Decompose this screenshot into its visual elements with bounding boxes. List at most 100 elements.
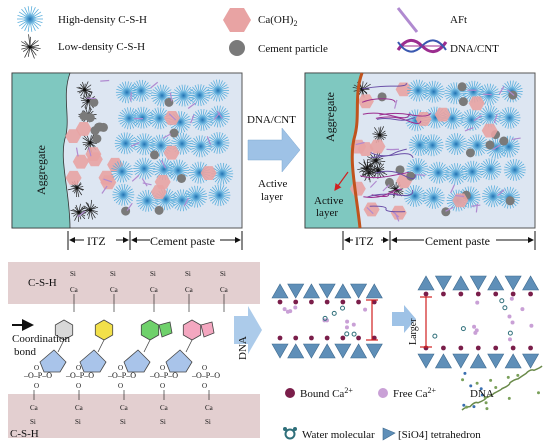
- cement-particle: [485, 140, 495, 150]
- dna-atom: [494, 386, 498, 390]
- aft-needle: [162, 133, 172, 139]
- high-density-csh: [111, 160, 134, 183]
- expansion-arrow: [392, 305, 416, 333]
- aft-needle: [88, 147, 92, 157]
- high-density-csh: [191, 108, 214, 131]
- caoh2-crystal: [164, 111, 180, 125]
- csh-label-top: C-S-H: [28, 277, 57, 289]
- svg-text:Si: Si: [160, 418, 166, 426]
- cement-particle: [457, 82, 467, 92]
- dna-cnt-strand: [376, 116, 416, 121]
- free-ca-ion: [520, 307, 525, 312]
- active-layer-arrow: [334, 171, 349, 191]
- cement-particle: [92, 134, 102, 144]
- dna-cnt-strand: [375, 116, 422, 124]
- dna-atom: [461, 378, 465, 382]
- svg-text:Ca: Ca: [150, 286, 159, 294]
- dna-cnt-strand: [367, 189, 414, 198]
- aft-needle: [130, 92, 132, 102]
- high-density-csh: [114, 132, 137, 155]
- aft-needle: [355, 141, 365, 146]
- bound-ca-ion: [493, 291, 499, 297]
- aft-needle: [183, 197, 189, 207]
- caoh2-crystal: [390, 205, 407, 220]
- crystal-legend: Bound Ca2+ Free Ca2+ DNA Water molecular…: [283, 386, 494, 441]
- svg-text:O: O: [160, 364, 165, 372]
- sio4-tetrahedron: [487, 275, 505, 291]
- bound-ca-ion: [458, 345, 464, 351]
- cement-particle: [150, 150, 160, 160]
- dna-csh-bonding-panel: SiCaSiCaSiCaSiCaSiCa–O–P–OOO–O–P–OOO–O–P…: [8, 262, 262, 438]
- caoh2-crystal: [163, 145, 180, 160]
- svg-text:Ca: Ca: [120, 404, 129, 412]
- bound-ca-ion: [493, 345, 499, 351]
- sio4-tetrahedron: [452, 275, 470, 291]
- cement-paste-label-left: Cement paste: [150, 234, 215, 248]
- itz-bracket-left: [67, 231, 243, 250]
- aft-needle: [492, 144, 501, 151]
- bound-ca-ion: [309, 335, 314, 341]
- low-density-csh: [76, 81, 93, 100]
- csh-band-top: [8, 262, 260, 304]
- water-molecule: [344, 331, 350, 337]
- sio4-tetrahedron: [434, 275, 452, 291]
- aft-needle: [464, 127, 474, 132]
- dna-cnt-strand: [363, 188, 402, 199]
- high-density-csh: [208, 184, 231, 207]
- sugar-ring: [165, 349, 193, 373]
- csh-band-bottom: [8, 394, 260, 438]
- svg-text:Si: Si: [220, 270, 226, 278]
- dna-atom: [485, 407, 489, 411]
- cement-particle: [377, 92, 387, 102]
- bound-ca-ion: [528, 345, 533, 351]
- bound-ca-ion: [510, 345, 516, 351]
- svg-text:Si: Si: [30, 418, 36, 426]
- cement-paste-label-right: Cement paste: [425, 234, 490, 248]
- arrow-label-active: Active: [258, 178, 287, 190]
- legend-cement-particle-label: Cement particle: [258, 43, 328, 55]
- svg-text:–O–P–O: –O–P–O: [149, 371, 178, 380]
- bound-ca-ion: [510, 291, 516, 297]
- aft-needle: [394, 212, 400, 222]
- aft-needle: [216, 110, 223, 119]
- svg-text:O: O: [118, 382, 123, 390]
- legend: High-density C-S-H Low-density C-S-H Ca(…: [17, 6, 499, 59]
- sugar-ring: [39, 349, 67, 373]
- free-ca-ion: [507, 314, 512, 319]
- aft-needle: [100, 79, 110, 82]
- svg-text:Ca: Ca: [110, 286, 119, 294]
- aft-needle: [126, 202, 133, 211]
- high-density-csh: [444, 82, 467, 105]
- sio4-tetrahedron: [302, 343, 320, 359]
- cement-particle: [93, 122, 103, 132]
- svg-text:–O–P–O: –O–P–O: [65, 371, 94, 380]
- free-ca-ion: [510, 320, 515, 325]
- high-density-csh: [422, 80, 445, 103]
- sio4-label: [SiO4] tetrahedron: [398, 429, 481, 441]
- high-density-csh: [17, 6, 43, 32]
- aft-needle: [366, 206, 374, 215]
- svg-text:Si: Si: [120, 418, 126, 426]
- free-ca-label: Free Ca2+: [393, 386, 437, 400]
- cement-particle: [89, 97, 99, 107]
- free-ca-ion: [282, 307, 287, 312]
- sio4-tetrahedron: [522, 275, 540, 291]
- free-ca-ion: [293, 305, 298, 310]
- high-density-csh: [482, 185, 505, 208]
- high-density-csh: [131, 106, 154, 129]
- free-ca-ion: [344, 325, 349, 330]
- dna-atom: [475, 381, 479, 385]
- cement-particle: [465, 148, 475, 158]
- dna-cnt-strand: [359, 171, 409, 179]
- free-ca-ion: [363, 307, 368, 312]
- legend-dna-cnt-label: DNA/CNT: [450, 43, 499, 55]
- low-density-csh-icon: [21, 34, 41, 59]
- sio4-tetrahedron: [487, 353, 505, 369]
- aft-needle-icon: [396, 7, 419, 33]
- aft-needle: [142, 182, 152, 186]
- svg-text:Ca: Ca: [160, 404, 169, 412]
- aft-needle: [454, 194, 465, 198]
- svg-text:O: O: [202, 382, 207, 390]
- active-layer-label-1: Active: [314, 195, 343, 207]
- aft-needle: [160, 159, 167, 169]
